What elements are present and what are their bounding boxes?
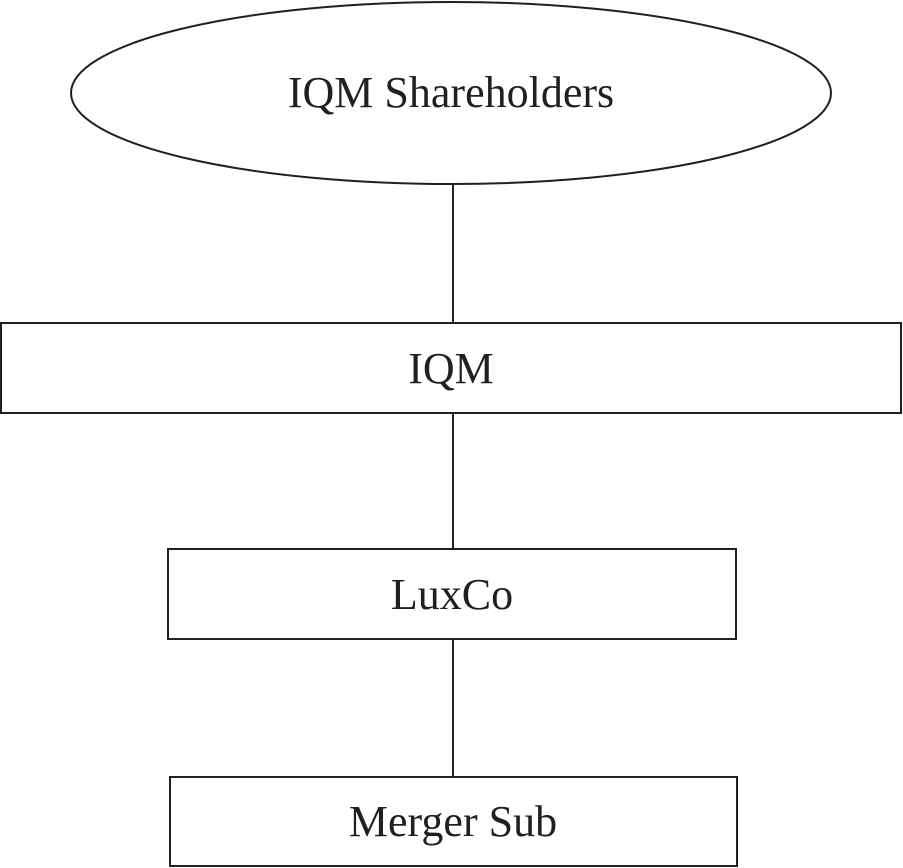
node-label-merger-sub: Merger Sub (349, 797, 557, 846)
node-label-iqm: IQM (408, 344, 494, 393)
node-luxco: LuxCo (167, 548, 737, 640)
box-shape (169, 776, 738, 867)
node-label-luxco: LuxCo (391, 570, 513, 619)
node-label-iqm-shareholders: IQM Shareholders (288, 68, 614, 117)
ellipse-shape (70, 1, 832, 185)
box-shape (167, 548, 737, 640)
node-merger-sub: Merger Sub (169, 776, 738, 867)
node-iqm: IQM (0, 322, 902, 414)
box-shape (0, 322, 902, 414)
node-iqm-shareholders: IQM Shareholders (70, 1, 832, 185)
